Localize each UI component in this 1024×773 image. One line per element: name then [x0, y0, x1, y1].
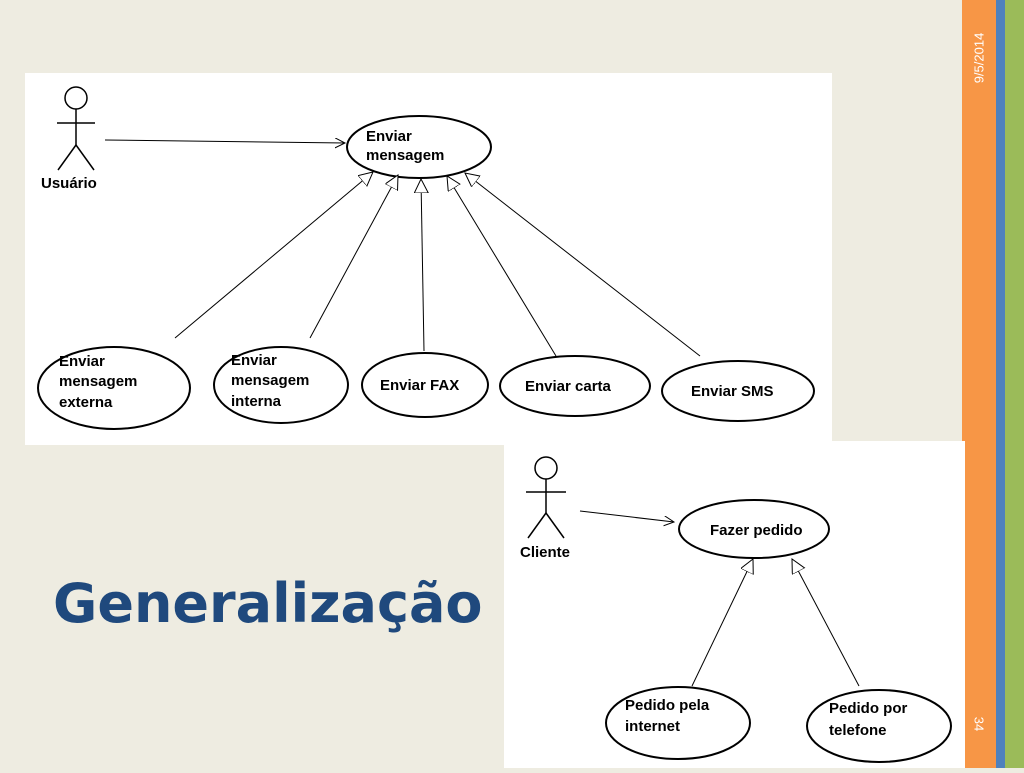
- use-case-label-line1: Pedido por: [829, 700, 907, 717]
- diagram1-svg: Usuário Enviar mensagem Enviar mensagem …: [37, 86, 815, 430]
- use-case-label-line1: Enviar SMS: [691, 383, 774, 400]
- use-case-ellipse: [605, 686, 751, 760]
- use-case-label-line1: Enviar carta: [525, 378, 612, 395]
- actor-label-cliente: Cliente: [520, 544, 570, 561]
- use-case-enviar-mensagem-externa: Enviar mensagem externa: [37, 346, 191, 430]
- use-case-label-line1: Enviar: [366, 128, 412, 145]
- use-case-label-line1: Enviar FAX: [380, 377, 459, 394]
- actor-right-leg: [545, 512, 565, 539]
- side-stripe-green: [1005, 0, 1024, 768]
- actor-head: [534, 456, 558, 480]
- use-case-label-line2: internet: [625, 718, 680, 735]
- use-case-label-line3: externa: [59, 394, 113, 411]
- actor-cliente: Cliente: [520, 456, 570, 561]
- generalization-carta: [447, 176, 557, 357]
- actor-label-usuario: Usuário: [41, 175, 97, 192]
- association-arrow: [579, 510, 674, 522]
- use-case-diagram-enviar-mensagem: Usuário Enviar mensagem Enviar mensagem …: [25, 73, 832, 445]
- use-case-fazer-pedido: Fazer pedido: [678, 499, 830, 559]
- actor-left-leg: [57, 144, 77, 171]
- actor-right-leg: [75, 144, 95, 171]
- use-case-ellipse: [213, 346, 349, 424]
- use-case-label-line2: mensagem: [59, 373, 137, 390]
- slide-title: Generalização: [53, 572, 483, 635]
- actor-usuario: Usuário: [41, 86, 97, 192]
- side-stripe-blue: [996, 0, 1005, 768]
- use-case-label-line3: interna: [231, 393, 282, 410]
- use-case-ellipse: [37, 346, 191, 430]
- use-case-label-line2: mensagem: [366, 147, 444, 164]
- use-case-label-line2: mensagem: [231, 372, 309, 389]
- use-case-label-line1: Pedido pela: [625, 697, 710, 714]
- use-case-ellipse: [806, 689, 952, 763]
- generalization-telefone: [792, 559, 860, 687]
- use-case-enviar-sms: Enviar SMS: [661, 360, 815, 422]
- use-case-enviar-fax: Enviar FAX: [361, 352, 489, 418]
- generalization-internet: [691, 559, 753, 687]
- generalization-fax: [421, 179, 424, 352]
- association-arrow: [104, 140, 345, 143]
- generalization-interna: [309, 175, 398, 339]
- slide-date: 9/5/2014: [971, 32, 987, 84]
- use-case-label-line2: telefone: [829, 722, 887, 739]
- actor-left-leg: [527, 512, 547, 539]
- actor-head: [64, 86, 88, 110]
- use-case-ellipse: [678, 499, 830, 559]
- use-case-enviar-carta: Enviar carta: [499, 355, 651, 417]
- generalization-sms: [465, 173, 701, 357]
- use-case-label-line1: Fazer pedido: [710, 522, 803, 539]
- use-case-enviar-mensagem-interna: Enviar mensagem interna: [213, 346, 349, 424]
- use-case-ellipse: [499, 355, 651, 417]
- use-case-enviar-mensagem: Enviar mensagem: [346, 115, 492, 179]
- use-case-pedido-telefone: Pedido por telefone: [806, 689, 952, 763]
- use-case-label-line1: Enviar: [59, 353, 105, 370]
- generalization-externa: [174, 172, 373, 339]
- use-case-diagram-fazer-pedido: Cliente Fazer pedido Pedido pela interne…: [504, 441, 965, 768]
- slide-page-number: 34: [971, 716, 987, 732]
- use-case-ellipse: [361, 352, 489, 418]
- use-case-ellipse: [661, 360, 815, 422]
- use-case-pedido-internet: Pedido pela internet: [605, 686, 751, 760]
- side-stripe-orange: [962, 0, 996, 768]
- use-case-label-line1: Enviar: [231, 352, 277, 369]
- diagram2-svg: Cliente Fazer pedido Pedido pela interne…: [520, 456, 952, 763]
